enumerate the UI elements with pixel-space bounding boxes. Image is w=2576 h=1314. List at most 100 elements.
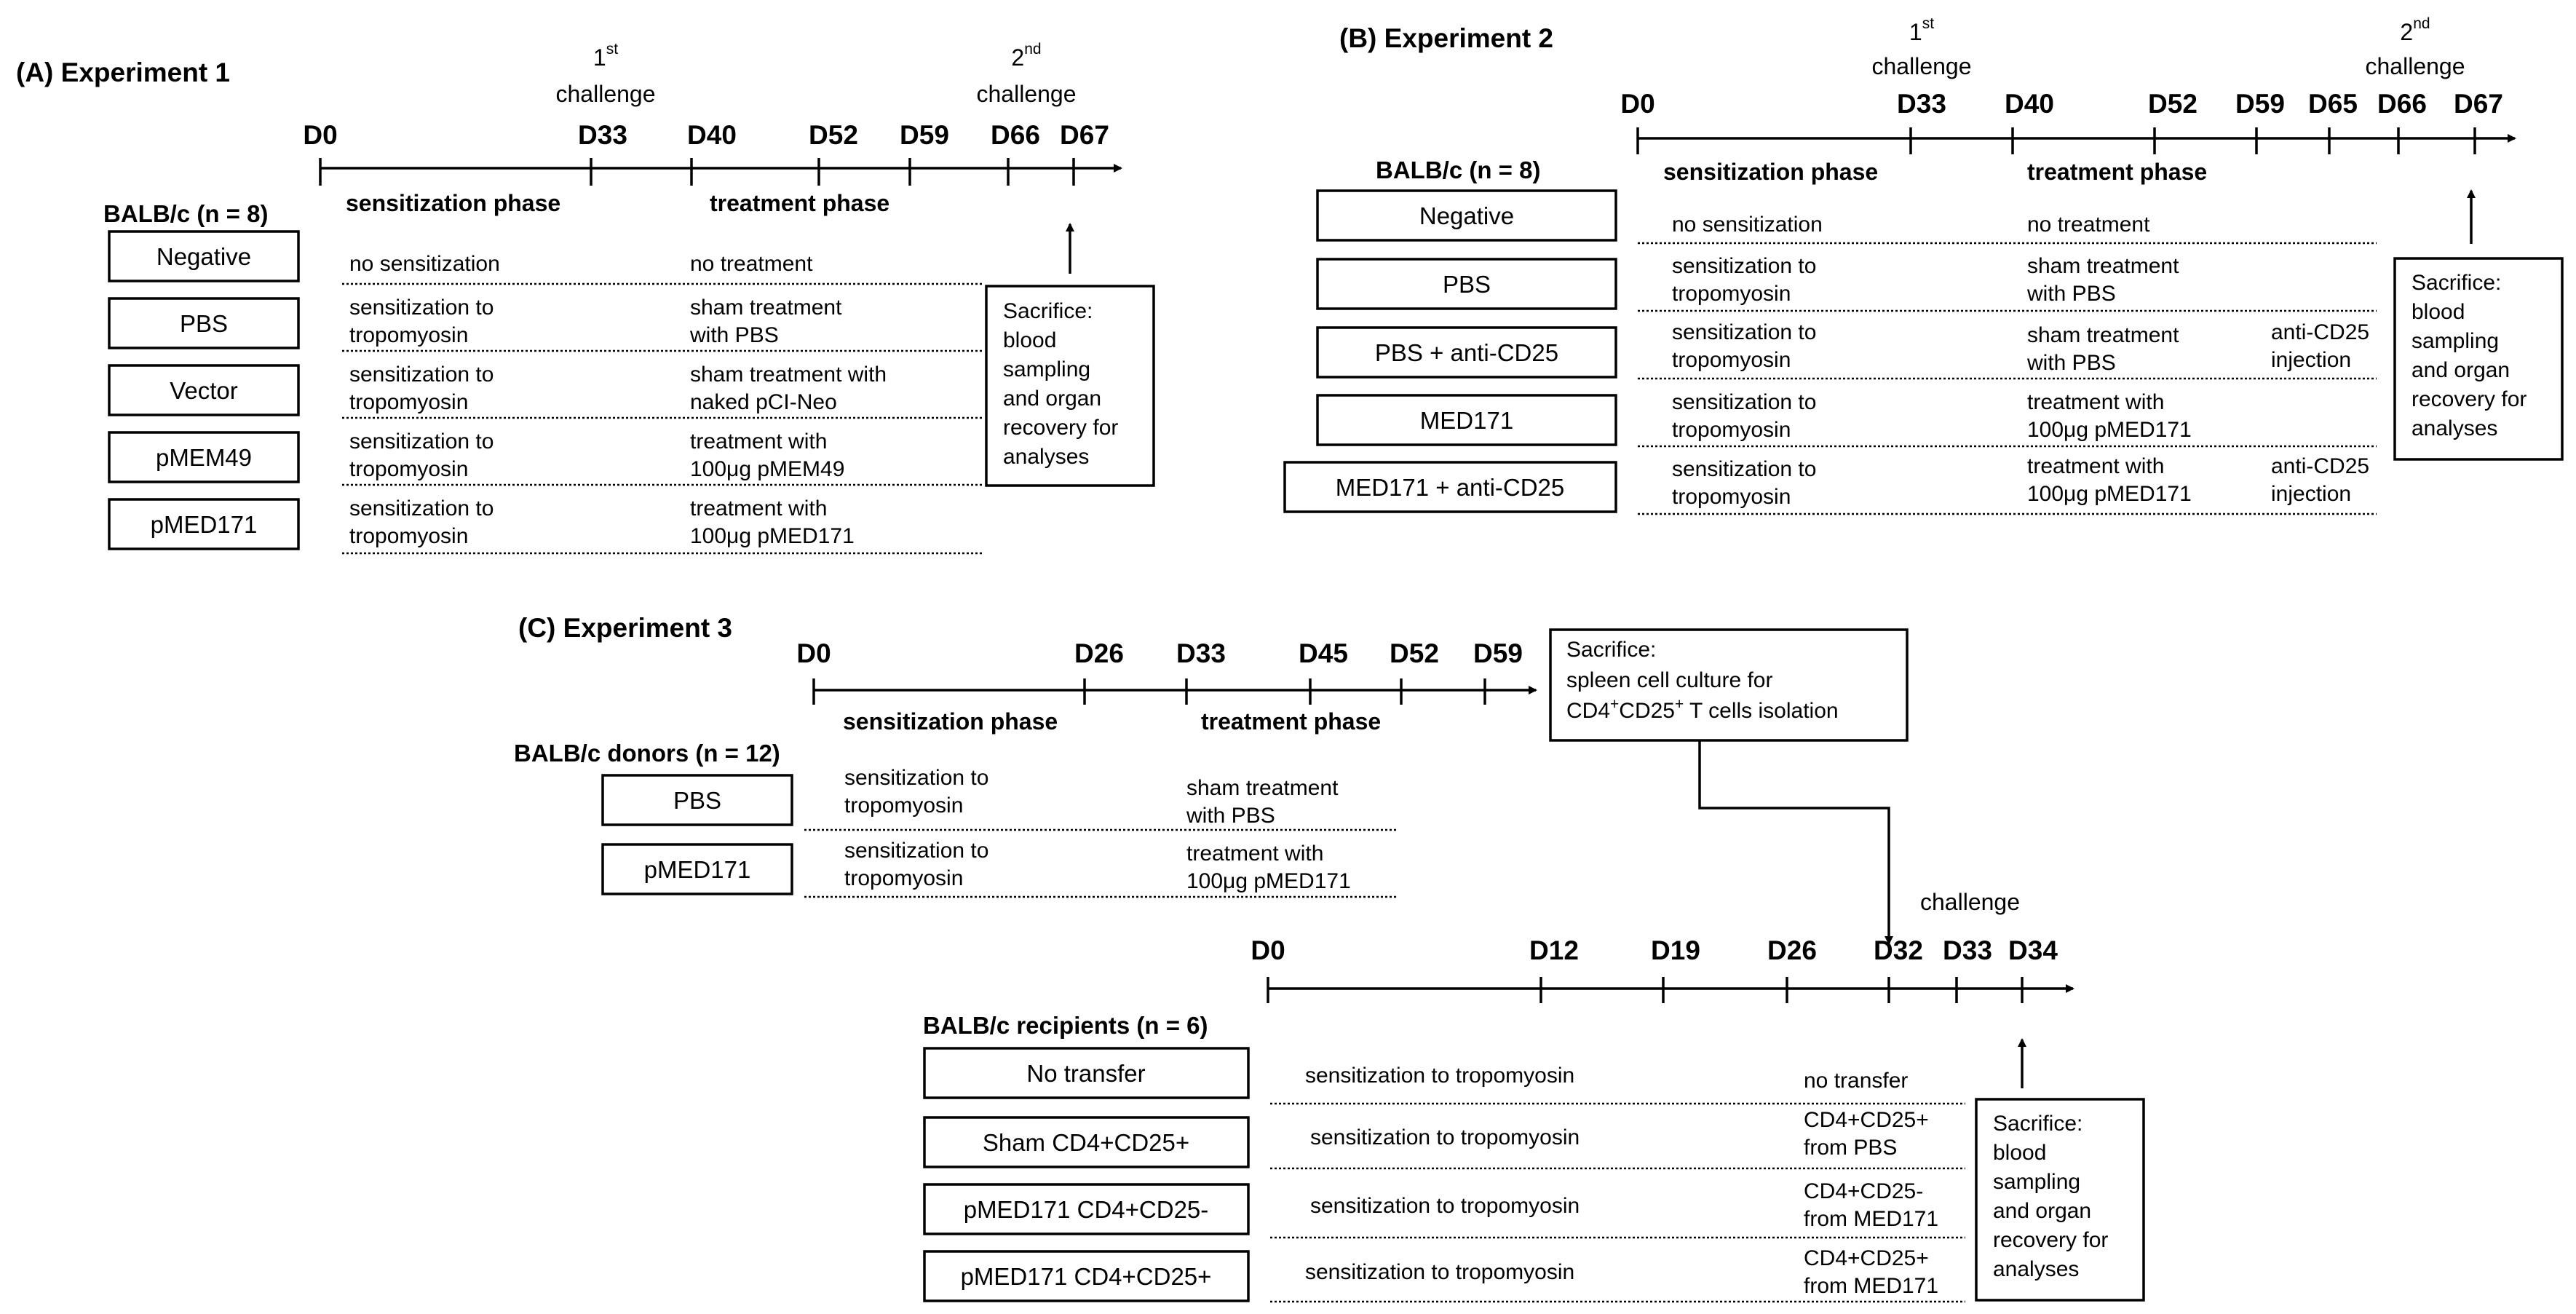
panel-a-sacrifice-3: and organ bbox=[1003, 387, 1101, 411]
panel-b-sens-2b: tropomyosin bbox=[1672, 348, 1791, 372]
panel-b-phase-treatment: treatment phase bbox=[2027, 159, 2207, 185]
panel-c-donor-day-d33: D33 bbox=[1176, 638, 1226, 668]
panel-a-group-box bbox=[108, 498, 300, 550]
panel-c-recip-sacrifice-1: blood bbox=[1993, 1141, 2046, 1165]
panel-a-group-pmem49: pMEM49 bbox=[156, 444, 252, 471]
panel-b-day-d59: D59 bbox=[2235, 89, 2285, 119]
panel-a-group-box bbox=[108, 297, 300, 349]
panel-b-sacrifice-5: analyses bbox=[2411, 416, 2497, 440]
panel-b-treat-2b: with PBS bbox=[2026, 351, 2116, 375]
panel-b-day-d33: D33 bbox=[1897, 89, 1946, 119]
panel-c-recip-group-box bbox=[923, 1183, 1250, 1235]
panel-b-title: (B) Experiment 2 bbox=[1339, 23, 1553, 53]
panel-c-transfer-arrow bbox=[1698, 740, 1893, 945]
panel-b-treat-3a: treatment with bbox=[2027, 390, 2164, 414]
panel-c: (C) Experiment 3 D0 D26 D33 D45 D52 D59 … bbox=[514, 613, 2145, 1303]
panel-c-donor-cohort: BALB/c donors (n = 12) bbox=[514, 740, 780, 767]
panel-a-treat-3a: treatment with bbox=[690, 430, 827, 454]
panel-b-cohort: BALB/c (n = 8) bbox=[1376, 157, 1540, 183]
panel-c-donor-treat-0b: with PBS bbox=[1186, 804, 1275, 828]
panel-b-group-box bbox=[1316, 258, 1617, 310]
panel-c-recip-transfer-1b: from PBS bbox=[1804, 1136, 1897, 1160]
panel-a-group-pbs: PBS bbox=[180, 310, 228, 337]
panel-c-donor-day-d45: D45 bbox=[1299, 638, 1348, 668]
panel-b-sacrifice-1: blood bbox=[2411, 300, 2465, 324]
panel-b-extra-4b: injection bbox=[2271, 482, 2351, 506]
panel-a-sens-1b: tropomyosin bbox=[349, 323, 468, 347]
panel-b-challenge1-label: challenge bbox=[1872, 53, 1972, 79]
panel-b-sacrifice-box bbox=[2393, 257, 2564, 461]
panel-c-donor-sens-0b: tropomyosin bbox=[844, 793, 963, 818]
panel-a-day-d40: D40 bbox=[687, 120, 737, 150]
panel-c-recip-day-d19: D19 bbox=[1651, 935, 1700, 965]
panel-a-treat-4b: 100μg pMED171 bbox=[690, 524, 855, 548]
panel-c-recip-sens-3: sensitization to tropomyosin bbox=[1305, 1260, 1574, 1284]
panel-a-challenge1: 1st bbox=[593, 41, 618, 71]
panel-c-donor-treat-1b: 100μg pMED171 bbox=[1186, 869, 1351, 893]
panel-c-donor-sacrifice-title: Sacrifice: bbox=[1566, 638, 1656, 662]
panel-c-challenge-label: challenge bbox=[1920, 889, 2020, 915]
panel-b-sens-1a: sensitization to bbox=[1672, 254, 1816, 278]
panel-a-sacrifice-1: blood bbox=[1003, 328, 1056, 352]
panel-c-donor-sacrifice-box bbox=[1549, 628, 1909, 742]
panel-a-sacrifice-box bbox=[985, 285, 1155, 487]
panel-b-sens-2a: sensitization to bbox=[1672, 320, 1816, 344]
panel-c-recip-day-d34: D34 bbox=[2008, 935, 2058, 965]
panel-c-recip-sacrifice-4: recovery for bbox=[1993, 1228, 2108, 1252]
panel-c-recip-transfer-1a: CD4+CD25+ bbox=[1804, 1108, 1929, 1132]
panel-a-sacrifice-2: sampling bbox=[1003, 357, 1090, 381]
panel-b-challenge2-label: challenge bbox=[2366, 53, 2465, 79]
panel-c-donor-sacrifice-line2: spleen cell culture for bbox=[1566, 668, 1772, 692]
panel-b-treat-3b: 100μg pMED171 bbox=[2027, 418, 2192, 442]
panel-c-recip-group-cd25-neg: pMED171 CD4+CD25- bbox=[964, 1196, 1209, 1223]
panel-b-day-d40: D40 bbox=[2005, 89, 2054, 119]
panel-b-group-med171-anti-cd25: MED171 + anti-CD25 bbox=[1336, 474, 1565, 501]
panel-c-recip-group-box bbox=[923, 1250, 1250, 1302]
panel-a-sacrifice-0: Sacrifice: bbox=[1003, 299, 1093, 323]
panel-c-donor-day-d26: D26 bbox=[1074, 638, 1124, 668]
panel-a-sacrifice-5: analyses bbox=[1003, 445, 1089, 469]
panel-c-donor-day-d0: D0 bbox=[796, 638, 831, 668]
panel-b-sacrifice-3: and organ bbox=[2411, 358, 2510, 382]
panel-b-day-d0: D0 bbox=[1620, 89, 1654, 119]
panel-a-cohort: BALB/c (n = 8) bbox=[103, 200, 268, 227]
panel-b-group-negative: Negative bbox=[1419, 202, 1514, 229]
panel-a-phase-treatment: treatment phase bbox=[710, 190, 889, 216]
panel-a-phase-sensitization: sensitization phase bbox=[346, 190, 560, 216]
panel-c-recip-group-box bbox=[923, 1047, 1250, 1099]
panel-a-challenge2: 2nd bbox=[1011, 41, 1041, 71]
panel-c-recip-group-cd25-pos: pMED171 CD4+CD25+ bbox=[961, 1263, 1212, 1290]
panel-c-recip-group-box bbox=[923, 1116, 1250, 1168]
panel-b-group-box bbox=[1283, 461, 1617, 513]
panel-a-day-d0: D0 bbox=[303, 120, 337, 150]
panel-b-treat-4b: 100μg pMED171 bbox=[2027, 482, 2192, 506]
panel-b-sens-1b: tropomyosin bbox=[1672, 282, 1791, 306]
panel-a-group-pmed171: pMED171 bbox=[151, 511, 258, 538]
panel-b-sacrifice-2: sampling bbox=[2411, 329, 2499, 353]
panel-a-group-vector: Vector bbox=[170, 377, 238, 404]
panel-c-recip-transfer-2b: from MED171 bbox=[1804, 1207, 1938, 1231]
panel-c-recip-sacrifice-5: analyses bbox=[1993, 1257, 2079, 1281]
panel-b-treat-2a: sham treatment bbox=[2027, 323, 2179, 347]
panel-c-recip-group-sham: Sham CD4+CD25+ bbox=[983, 1129, 1189, 1156]
panel-a-group-box bbox=[108, 431, 300, 483]
panel-b-day-d67: D67 bbox=[2454, 89, 2503, 119]
panel-a: (A) Experiment 1 1st challenge 2nd chall… bbox=[16, 41, 1155, 555]
panel-a-treat-1a: sham treatment bbox=[690, 296, 842, 320]
panel-c-recip-day-d26: D26 bbox=[1767, 935, 1817, 965]
panel-a-treat-4a: treatment with bbox=[690, 496, 827, 521]
panel-b-group-box bbox=[1316, 189, 1617, 242]
panel-b-group-med171: MED171 bbox=[1420, 407, 1513, 434]
panel-a-day-d33: D33 bbox=[578, 120, 627, 150]
panel-a-day-d59: D59 bbox=[900, 120, 949, 150]
panel-c-recip-sens-0: sensitization to tropomyosin bbox=[1305, 1064, 1574, 1088]
panel-b-day-d66: D66 bbox=[2377, 89, 2427, 119]
panel-a-group-negative: Negative bbox=[156, 243, 251, 270]
panel-c-recip-group-no-transfer: No transfer bbox=[1026, 1060, 1145, 1087]
panel-b-group-box bbox=[1316, 326, 1617, 379]
panel-b-sens-3a: sensitization to bbox=[1672, 390, 1816, 414]
panel-c-recip-sacrifice-0: Sacrifice: bbox=[1993, 1112, 2082, 1136]
panel-c-recip-day-d32: D32 bbox=[1874, 935, 1923, 965]
panel-a-sens-4b: tropomyosin bbox=[349, 524, 468, 548]
